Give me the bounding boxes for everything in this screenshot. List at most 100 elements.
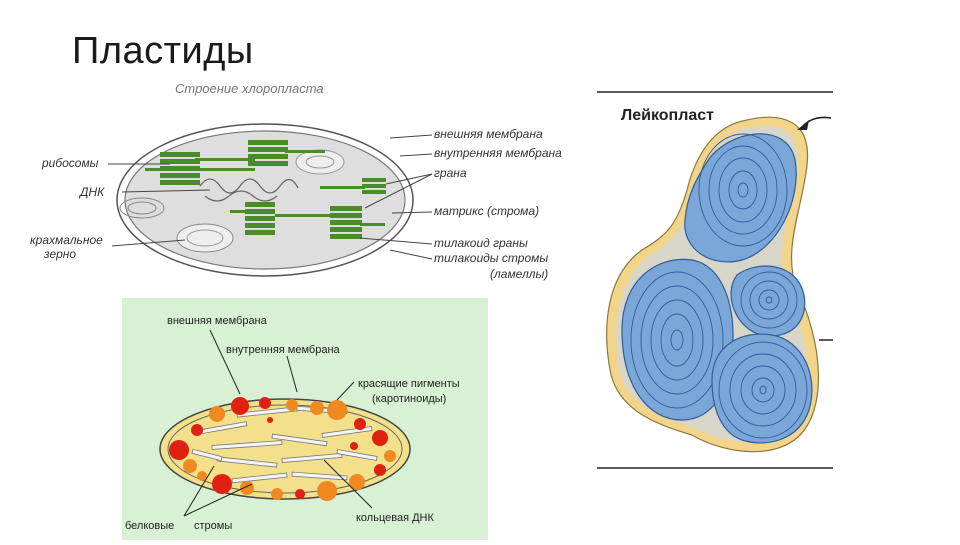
- chromoplast-diagram: внешняя мембрана внутренняя мембрана кра…: [122, 298, 488, 540]
- lamella: [275, 214, 330, 217]
- chloroplast-svg: Строение хлоропласта: [30, 81, 562, 281]
- granum-disk: [160, 173, 200, 178]
- label-lamellae: (ламеллы): [490, 267, 548, 281]
- dna-strand: [199, 178, 299, 194]
- pigment-red: [212, 474, 232, 494]
- label-outer-membrane: внешняя мембрана: [434, 127, 543, 141]
- starch-grain-2: [621, 258, 734, 421]
- chromo-leader-lines: [183, 329, 373, 517]
- granum-disk: [160, 152, 200, 157]
- chromo-label-ring-dna: кольцевая ДНК: [356, 512, 435, 524]
- label-starch-2: зерно: [43, 247, 76, 261]
- pigment-red: [350, 442, 358, 450]
- starch-ring: [751, 377, 775, 403]
- starch-ring: [740, 365, 786, 415]
- pigment-red: [259, 397, 271, 409]
- starch-grain-1: [684, 133, 797, 263]
- chromo-label-inner-membrane: внутренняя мембрана: [226, 344, 341, 356]
- granum-disk: [245, 202, 275, 207]
- starch-body: [730, 265, 806, 337]
- granum-disk: [330, 213, 362, 218]
- chromo-label-stroma: стромы: [194, 520, 232, 532]
- pigment-orange: [327, 400, 347, 420]
- chloroplast-heading: Строение хлоропласта: [175, 81, 324, 96]
- starch-ring: [740, 271, 798, 329]
- starch-hilum: [670, 329, 684, 351]
- granum-disk: [362, 190, 386, 194]
- grana-group: [160, 140, 386, 239]
- pigment-red: [295, 489, 305, 499]
- starch-grain-ring: [305, 155, 335, 169]
- pigment-orange: [197, 471, 207, 481]
- protein-rod: [271, 433, 328, 447]
- lamella: [360, 223, 385, 226]
- granum-disk: [330, 234, 362, 239]
- protein-rod: [191, 448, 223, 462]
- label-starch-1: крахмальное: [30, 233, 103, 247]
- leader-lines: [108, 134, 433, 260]
- pigment-orange: [286, 399, 298, 411]
- pigment-red: [267, 417, 273, 423]
- label-granum-thylakoid: тилакоид граны: [434, 236, 528, 250]
- starch-grain-4: [711, 333, 813, 444]
- lamella: [285, 150, 325, 153]
- starch-ring: [718, 341, 808, 439]
- label-inner-membrane: внутренняя мембрана: [434, 146, 562, 160]
- pigment-globules: [169, 397, 396, 501]
- starch-grain-ring: [186, 229, 224, 247]
- starch-ring: [718, 157, 768, 223]
- pigment-orange: [384, 450, 396, 462]
- lamella: [195, 158, 255, 161]
- pigment-red: [169, 440, 189, 460]
- starch-ring: [640, 285, 714, 395]
- chromoplast-inner-membrane: [167, 404, 403, 494]
- starch-hilum: [759, 385, 767, 395]
- protein-rod: [336, 449, 378, 461]
- granum-disk: [160, 180, 200, 185]
- starch-ring: [728, 170, 758, 210]
- leucoplast-diagram: Лейкопласт: [597, 90, 833, 470]
- granum-disk: [248, 154, 288, 159]
- protein-rod: [231, 472, 288, 484]
- chromoplast-svg: внешняя мембрана внутренняя мембрана кра…: [125, 315, 460, 532]
- starch-ring: [698, 133, 788, 247]
- slide-title: Пластиды: [72, 30, 254, 72]
- pigment-orange: [183, 459, 197, 473]
- protein-rod: [291, 471, 348, 481]
- arrow-head-icon: [797, 120, 809, 130]
- stroma-lamellae: [145, 150, 385, 226]
- label-matrix: матрикс (строма): [434, 204, 539, 218]
- starch-grain: [119, 197, 165, 219]
- starch-ring: [708, 145, 778, 235]
- starch-ring: [660, 313, 694, 367]
- label-grana: грана: [434, 166, 467, 180]
- chloroplast-diagram: Строение хлоропласта: [20, 78, 580, 293]
- pigment-red: [374, 464, 386, 476]
- starch-body: [684, 133, 797, 263]
- starch-grain-ring: [127, 201, 157, 215]
- starch-hilum: [765, 296, 773, 304]
- protein-rod: [281, 452, 343, 464]
- starch-ring: [630, 271, 724, 409]
- starch-hilum: [737, 182, 749, 198]
- leucoplast-title: Лейкопласт: [621, 107, 714, 124]
- lamella: [145, 168, 255, 171]
- starch-ring: [729, 353, 797, 427]
- pigment-red: [354, 418, 366, 430]
- starch-ring: [758, 289, 780, 311]
- pigment-red: [372, 430, 388, 446]
- pigment-orange: [317, 481, 337, 501]
- starch-grain-3: [730, 265, 806, 337]
- starch-grain: [295, 149, 345, 175]
- chromo-label-carotenoids: (каротиноиды): [372, 393, 446, 405]
- granum-disk: [330, 220, 362, 225]
- granum-disk: [160, 159, 200, 164]
- pigment-orange: [209, 406, 225, 422]
- dna-strand: [204, 190, 278, 202]
- chromo-label-pigments: красящие пигменты: [358, 378, 460, 390]
- pigment-red: [231, 397, 249, 415]
- granum-disk: [245, 230, 275, 235]
- granum-disk: [245, 223, 275, 228]
- pigment-orange: [310, 401, 324, 415]
- granum-disk: [362, 178, 386, 182]
